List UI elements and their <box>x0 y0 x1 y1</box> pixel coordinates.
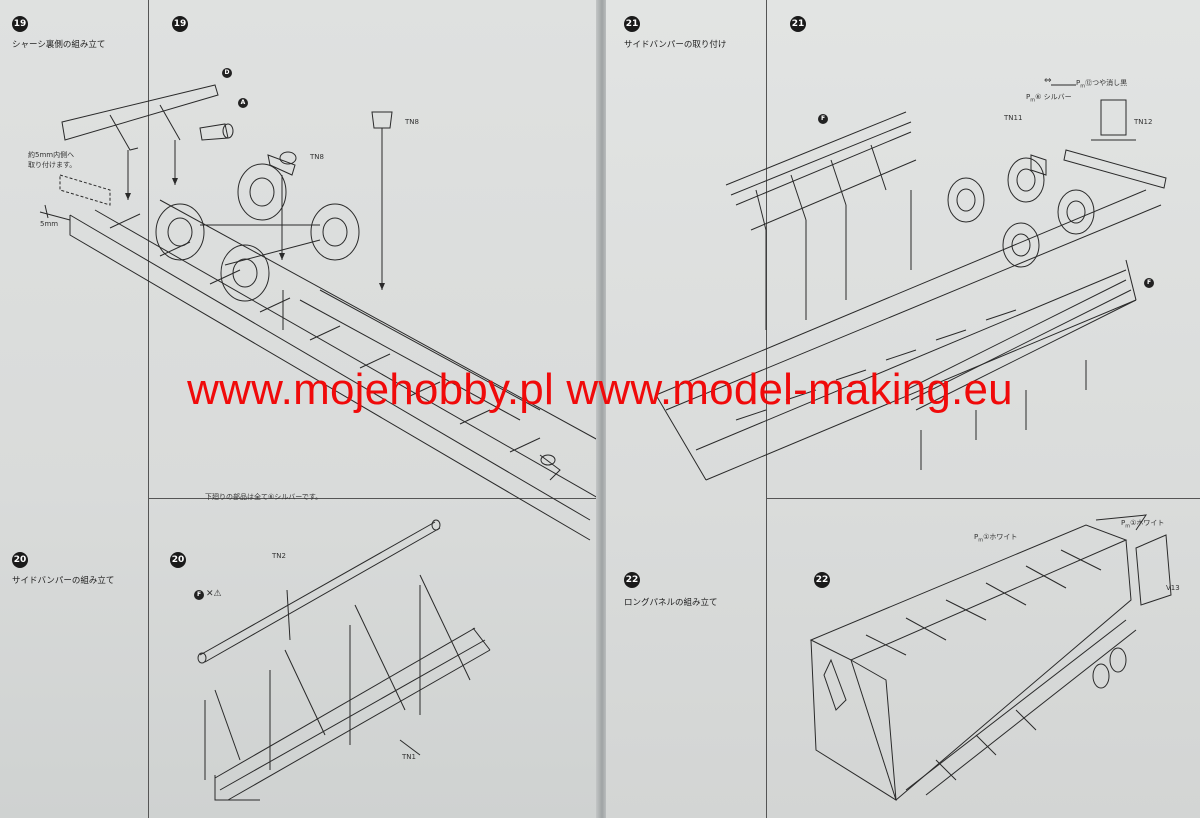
step-22-title: ロングパネルの組み立て <box>624 598 718 608</box>
book-spine <box>596 0 608 818</box>
step-19-badge: 19 <box>12 16 28 32</box>
tn12-label: TN12 <box>1134 118 1153 126</box>
tn1-label: TN1 <box>402 753 416 761</box>
step-21-badge-diagram: 21 <box>790 16 806 32</box>
right-page: 21 サイドバンパーの取り付け 21 <box>606 0 1200 818</box>
cross-icon: ✕⚠ <box>206 589 222 599</box>
paint-white-text-1: ①ホワイト <box>983 533 1018 541</box>
left-page: 19 シャーシ裏側の組み立て 19 <box>0 0 598 818</box>
row-divider <box>148 498 598 499</box>
step-20-badge: 20 <box>12 552 28 568</box>
paint-white-text-2: ①ホワイト <box>1130 519 1165 527</box>
paint-silver-label: Pm⑥ シルバー <box>1026 93 1072 104</box>
silver-note: 下廻りの部品は全て⑥シルバーです。 <box>205 492 322 502</box>
part-f-marker: F <box>194 590 204 600</box>
long-panel-diagram <box>606 0 1200 818</box>
column-divider <box>148 0 149 818</box>
note-attach: 取り付けます。 <box>28 161 77 169</box>
tn2-label: TN2 <box>272 552 286 560</box>
step-21-badge: 21 <box>624 16 640 32</box>
paint-silver-text: ⑥ シルバー <box>1035 93 1072 101</box>
part-a-marker: A <box>238 98 248 108</box>
paint-white-label-1: Pm①ホワイト <box>974 533 1018 544</box>
step-19-title: シャーシ裏側の組み立て <box>12 40 106 50</box>
step-21-title: サイドバンパーの取り付け <box>624 40 727 50</box>
dimension-5mm: 5mm <box>40 220 59 228</box>
row-divider-right <box>766 498 1200 499</box>
tn11-label: TN11 <box>1004 114 1023 122</box>
step-20-badge-diagram: 20 <box>170 552 186 568</box>
column-divider-right <box>766 0 767 818</box>
step-22-badge: 22 <box>624 572 640 588</box>
chassis-diagram <box>0 0 598 560</box>
silver-note-text-2: シルバーです。 <box>274 493 323 501</box>
step-20-title: サイドバンパーの組み立て <box>12 576 115 586</box>
silver-note-text: 下廻りの部品は全て <box>205 493 268 501</box>
tn8-label-a: TN8 <box>310 153 324 161</box>
paint-ref-silver: ⑥ <box>268 493 275 501</box>
step-19-badge-diagram: 19 <box>172 16 188 32</box>
double-arrow-icon: ⇔ <box>1044 76 1052 86</box>
paint-white-label-2: Pm①ホワイト <box>1121 519 1165 530</box>
side-bumper-diagram <box>0 0 598 818</box>
bumper-attach-diagram <box>606 0 1200 500</box>
paint-matte-black-label: Pm⑫つや消し黒 <box>1076 79 1128 90</box>
v13-label: V13 <box>1166 584 1180 592</box>
note-5mm-inside: 約5mm内側へ <box>28 151 75 159</box>
step-22-badge-diagram: 22 <box>814 572 830 588</box>
part-d-marker: D <box>222 68 232 78</box>
part-f-side-marker: F <box>1144 278 1154 288</box>
part-f-top-marker: F <box>818 114 828 124</box>
paint-matte-black-text: ⑫つや消し黒 <box>1085 79 1128 87</box>
tn8-label-b: TN8 <box>405 118 419 126</box>
